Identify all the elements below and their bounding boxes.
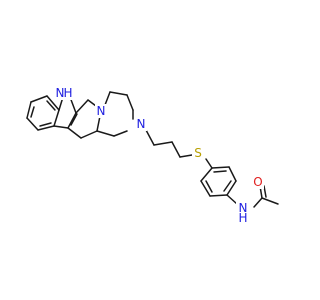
atom-oxygen: O <box>252 175 264 189</box>
bond <box>171 141 181 158</box>
bond <box>205 158 213 169</box>
bond <box>226 194 238 205</box>
bond <box>37 125 55 131</box>
bond <box>145 129 155 146</box>
bond <box>261 197 279 205</box>
bond <box>200 167 213 182</box>
bond <box>26 117 39 131</box>
bond <box>126 94 134 111</box>
bond <box>46 100 56 111</box>
bond <box>200 180 211 197</box>
bond <box>104 91 111 106</box>
bond <box>39 122 52 127</box>
bond <box>226 180 237 196</box>
atom-label: N <box>137 117 146 131</box>
molecule-drawing: N H N N S N H O <box>26 86 279 225</box>
bond <box>80 130 98 139</box>
bond <box>179 154 193 158</box>
bond <box>228 166 237 182</box>
atom-h-label: H <box>238 211 247 225</box>
bond <box>213 170 227 173</box>
bond <box>53 109 60 127</box>
bond <box>70 113 78 126</box>
bond <box>87 99 97 107</box>
bond <box>53 125 69 129</box>
atom-n-bridge: N <box>95 104 107 118</box>
bond <box>96 130 115 137</box>
atom-nh-indole: N H <box>55 86 75 100</box>
bond <box>223 180 232 192</box>
atom-label: S <box>194 146 202 160</box>
bond <box>211 166 230 169</box>
bond <box>209 194 228 197</box>
atom-label: N <box>97 104 106 118</box>
atom-layer: N H N N S N H O <box>55 86 264 225</box>
atom-nh-amide: N H <box>236 200 248 225</box>
atom-label: O <box>253 175 262 189</box>
atom-label: N <box>56 86 65 100</box>
bond <box>96 115 101 132</box>
structure-canvas: N H N N S N H O <box>26 86 279 225</box>
bond <box>30 106 35 118</box>
bond <box>113 130 128 137</box>
bond <box>75 99 89 114</box>
bond <box>67 112 77 129</box>
atom-label: N <box>239 201 248 215</box>
atom-h-label: H <box>63 86 72 100</box>
bond <box>253 197 263 208</box>
bond <box>205 180 213 193</box>
bond <box>30 95 48 103</box>
bond <box>263 185 267 198</box>
bond <box>67 127 82 139</box>
bond <box>46 95 60 111</box>
atom-sulfur: S <box>192 146 204 160</box>
bond <box>109 91 128 96</box>
bond <box>153 141 173 146</box>
bond-layer <box>26 91 279 208</box>
bond <box>26 101 32 119</box>
atom-n-piperazine: N <box>135 117 147 131</box>
